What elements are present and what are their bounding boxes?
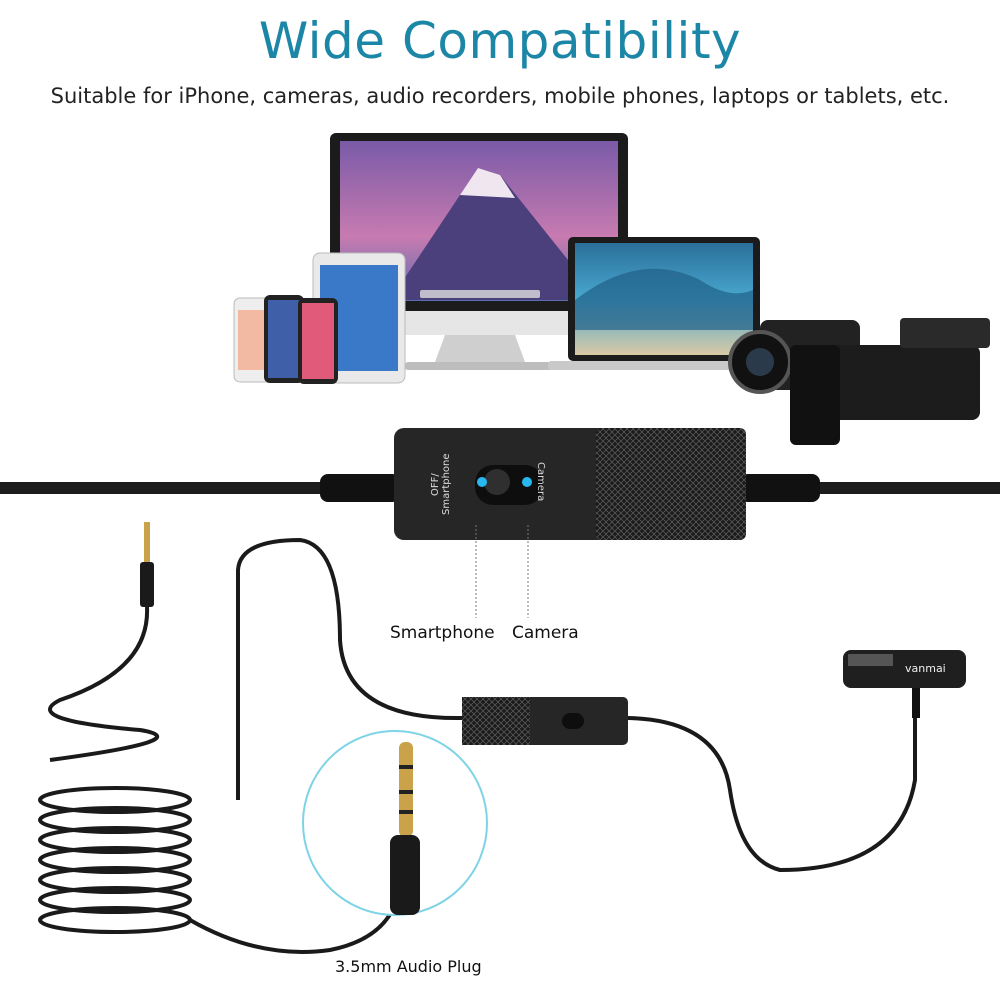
switch-box — [394, 428, 746, 618]
phones-image — [233, 295, 338, 384]
page-title: Wide Compatibility — [258, 12, 742, 70]
led-camera — [522, 477, 532, 487]
cameras-image — [728, 318, 990, 445]
callout-camera: Camera — [512, 623, 579, 643]
plug-label: 3.5mm Audio Plug — [335, 957, 482, 976]
switch-label-off-smartphone: OFF/ Smartphone — [430, 453, 452, 515]
lavalier-mic — [843, 650, 966, 718]
led-smartphone — [477, 477, 487, 487]
switch-box-small — [462, 697, 628, 745]
mic-brand-logo: vanmai — [905, 662, 946, 675]
plug-closeup — [302, 730, 488, 916]
coiled-cable — [38, 537, 917, 954]
audio-jack-top — [140, 522, 154, 607]
callout-smartphone: Smartphone — [390, 623, 495, 643]
switch-label-camera: Camera — [535, 462, 546, 502]
page-subtitle: Suitable for iPhone, cameras, audio reco… — [50, 84, 950, 108]
laptop-image — [548, 237, 780, 370]
